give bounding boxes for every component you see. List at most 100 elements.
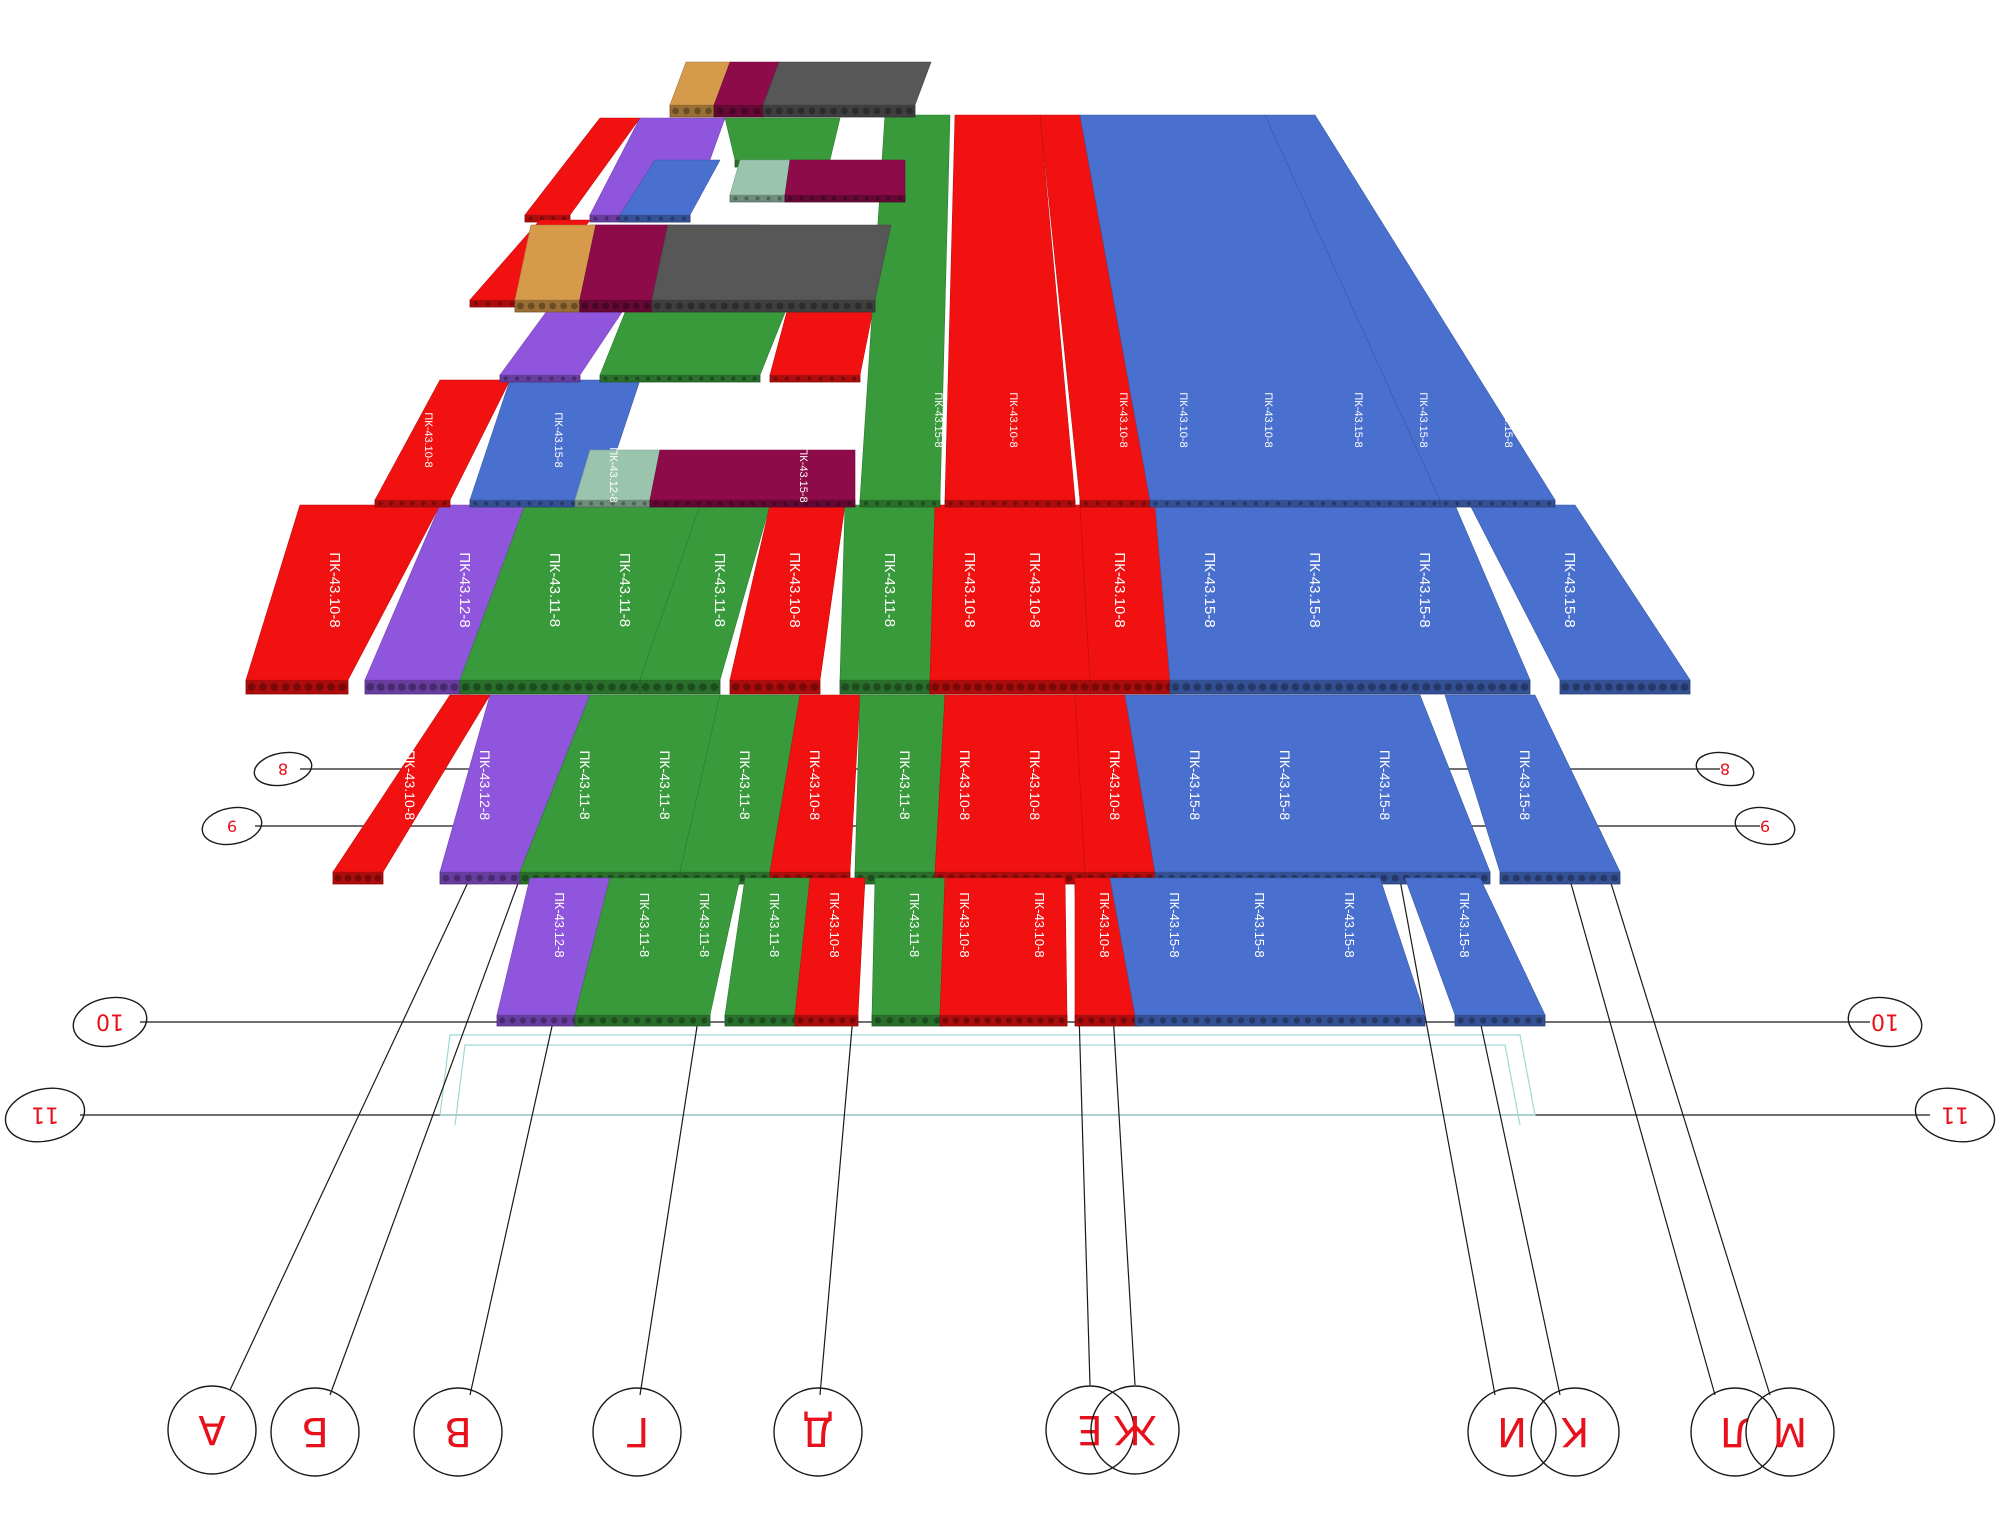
- slab-label-top-8: ПК-43.10-8: [961, 552, 978, 627]
- column-axis-line-2: [329, 877, 521, 1396]
- slab-core-hole: [1589, 874, 1597, 882]
- slab-upper-8: [859, 114, 951, 508]
- column-bubble-8: И: [1467, 1387, 1557, 1477]
- column-bubble-4-outline: [592, 1387, 682, 1477]
- slab-core-hole: [517, 302, 524, 310]
- slab-core-hole: [612, 302, 620, 310]
- slab-core-hole: [1215, 683, 1224, 691]
- stack-block-top-maroon: [713, 61, 780, 118]
- slab-core-hole: [664, 501, 669, 506]
- slab-core-hole: [603, 376, 608, 381]
- slab-core-hole: [765, 683, 774, 691]
- slab-core-hole: [1457, 1017, 1464, 1024]
- slab-core-hole: [1107, 501, 1112, 506]
- slab-upper-12: [1264, 114, 1556, 508]
- slab-core-hole: [931, 683, 940, 691]
- slab-core-hole: [1056, 501, 1061, 506]
- column-bubble-10-outline: [1690, 1387, 1780, 1477]
- slab-core-hole: [934, 1017, 941, 1024]
- slab-core-hole: [1432, 501, 1437, 506]
- slab-core-hole: [1271, 1017, 1278, 1024]
- slab-core-hole: [991, 501, 996, 506]
- slab-front-face: [1149, 499, 1441, 508]
- slab-core-hole: [678, 376, 682, 381]
- slab-core-hole: [1282, 1017, 1289, 1024]
- slab-layer3-7: [1074, 877, 1141, 1027]
- slab-top-face: [619, 159, 721, 216]
- slab-core-hole: [656, 1017, 663, 1024]
- slab-core-hole: [995, 1017, 1002, 1024]
- slab-core-hole: [1455, 683, 1464, 691]
- slab-core-hole: [338, 683, 347, 691]
- slab-core-hole: [841, 683, 850, 691]
- row-bubble-right-10-outline: [1847, 996, 1923, 1048]
- slab-core-hole: [581, 302, 589, 310]
- slab-core-hole: [1324, 683, 1333, 691]
- slab-core-hole: [1400, 683, 1409, 691]
- slab-core-hole: [389, 501, 394, 506]
- slab-core-hole: [526, 376, 531, 381]
- slab-core-hole: [399, 501, 404, 506]
- slab-core-hole: [676, 302, 684, 310]
- slab-core-hole: [1356, 683, 1365, 691]
- slab-core-hole: [538, 302, 546, 310]
- slab-core-hole: [670, 216, 675, 221]
- grid-lines: [80, 768, 1930, 1396]
- slab-layer1-4: [639, 504, 771, 695]
- slab-core-hole: [1466, 501, 1471, 506]
- slab-core-hole: [1035, 501, 1040, 506]
- slab-core-hole: [853, 196, 858, 201]
- slab-core-hole: [1399, 501, 1403, 506]
- slab-core-hole: [588, 1017, 595, 1024]
- slab-core-hole: [538, 376, 542, 381]
- column-bubble-1: А: [167, 1385, 257, 1475]
- slab-core-hole: [862, 107, 870, 115]
- slab-layer1-9: [1154, 504, 1531, 695]
- slab-core-hole: [621, 501, 626, 506]
- slab-core-hole: [849, 1017, 856, 1024]
- slab-core-hole: [549, 376, 554, 381]
- column-bubble-4: Г: [592, 1387, 682, 1477]
- column-axis-line-10: [1569, 879, 1716, 1396]
- slab-core-hole: [710, 683, 719, 691]
- slab-top-face: [929, 504, 1091, 681]
- slab-core-hole: [1058, 1017, 1065, 1024]
- slab-core-hole: [720, 376, 725, 381]
- slab-core-hole: [1204, 683, 1213, 691]
- slab-core-hole: [1502, 1017, 1509, 1024]
- slab-core-hole: [1491, 1017, 1498, 1024]
- slab-core-hole: [1148, 1017, 1155, 1024]
- row-bubble-left-9-text: 9: [227, 816, 237, 835]
- slab-core-hole: [973, 1017, 981, 1024]
- slab-core-hole: [682, 216, 687, 221]
- slab-core-hole: [696, 501, 701, 506]
- column-bubble-11: М: [1745, 1387, 1835, 1477]
- slab-core-hole: [1142, 501, 1147, 506]
- slab-upper-3: [574, 449, 661, 508]
- slab-core-hole: [1265, 501, 1270, 506]
- slab-core-hole: [495, 501, 500, 506]
- slab-core-hole: [808, 107, 816, 115]
- slab-core-hole: [731, 683, 740, 691]
- slab-core-hole: [476, 874, 484, 882]
- slab-core-hole: [1002, 501, 1007, 506]
- slab-core-hole: [442, 874, 450, 882]
- row-bubble-left-8-text: 8: [278, 759, 288, 778]
- column-bubble-6: Е: [1045, 1385, 1135, 1475]
- slab-core-hole: [1313, 683, 1322, 691]
- slab-front-face: [514, 299, 581, 313]
- slab-front-face: [651, 299, 876, 313]
- slab-core-hole: [538, 501, 543, 506]
- slab-top-face: [574, 877, 741, 1016]
- slab-core-hole: [1360, 1017, 1367, 1024]
- slab-core-hole: [1443, 501, 1448, 506]
- slab-core-hole: [635, 216, 640, 221]
- slab-layer3-3: [724, 877, 811, 1027]
- slab-core-hole: [1405, 1017, 1412, 1024]
- slab-core-hole: [1237, 1017, 1245, 1024]
- slab-core-hole: [410, 501, 415, 506]
- slab-core-hole: [847, 501, 852, 506]
- slab-label-upper-13: ПК-43.15-8: [1587, 392, 1599, 447]
- slab-core-hole: [731, 376, 736, 381]
